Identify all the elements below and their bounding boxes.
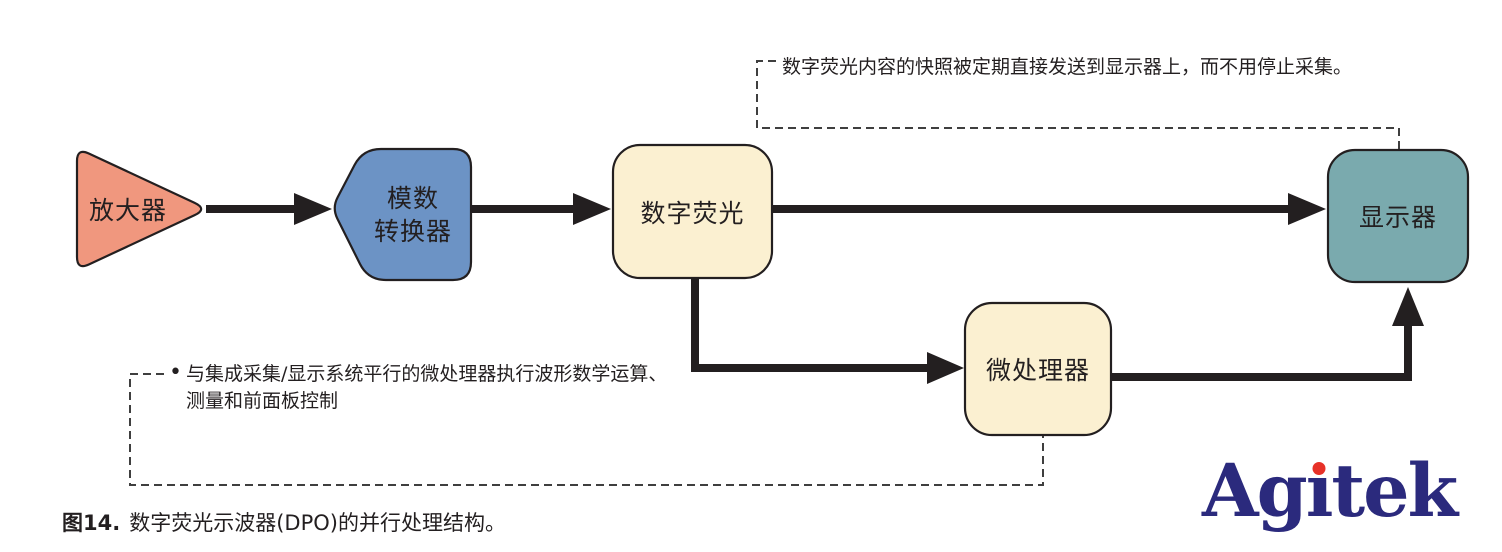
microprocessor-box [963, 301, 1113, 437]
logo-i-red-dot [1312, 462, 1326, 475]
figure-caption-number: 图14. [62, 511, 121, 535]
left-annotation-leader-line [129, 373, 1044, 486]
arrowhead-digital-phosphor-to-display [1288, 193, 1326, 225]
arrowhead-adc-to-digital-phosphor [573, 193, 611, 225]
logo-letter-i: ı [1305, 448, 1334, 534]
left-annotation-text: 与集成采集/显示系统平行的微处理器执行波形数学运算、 测量和前面板控制 [186, 361, 667, 415]
adc-shape [333, 147, 473, 282]
arrow-line-microprocessor-to-display [1109, 325, 1412, 381]
logo-text-right: tek [1331, 448, 1458, 534]
digital-phosphor-box [611, 143, 774, 280]
amplifier-shape [75, 150, 203, 268]
arrowhead-microprocessor-to-display [1392, 287, 1424, 326]
figure-caption-text: 数字荧光示波器(DPO)的并行处理结构。 [129, 511, 506, 535]
top-annotation-text: 数字荧光内容的快照被定期直接发送到显示器上，而不用停止采集。 [782, 56, 1353, 78]
left-annotation-bullet: • [169, 360, 182, 385]
figure-caption: 图14. 数字荧光示波器(DPO)的并行处理结构。 [62, 507, 506, 537]
display-box [1326, 148, 1470, 284]
logo-text-left: Ag [1202, 448, 1308, 534]
top-annotation-leader-line [756, 60, 1400, 149]
arrowhead-digital-phosphor-to-microprocessor [927, 352, 964, 384]
left-annotation-line1: 与集成采集/显示系统平行的微处理器执行波形数学运算、 [186, 363, 668, 385]
arrowhead-amplifier-to-adc [294, 193, 332, 225]
left-annotation-line2: 测量和前面板控制 [186, 390, 339, 412]
logo-i-stem: ı [1305, 448, 1334, 534]
arrow-line-digital-phosphor-to-microprocessor [691, 275, 927, 372]
